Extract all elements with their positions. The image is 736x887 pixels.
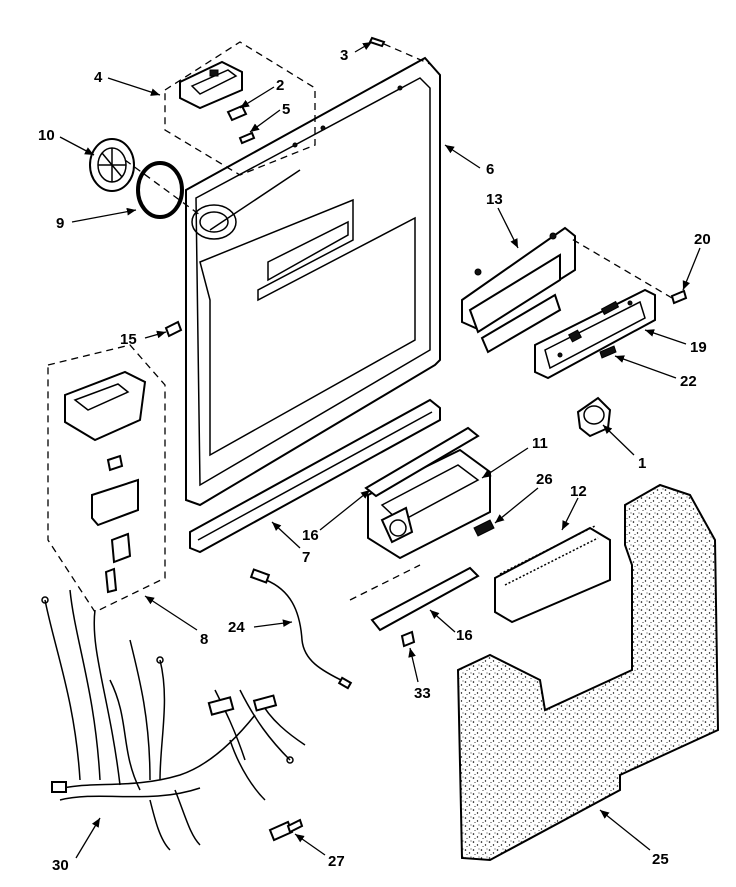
door-handle	[367, 448, 491, 560]
control-bracket	[461, 226, 576, 354]
callout-1: 1	[638, 455, 646, 472]
vent-assembly-group	[164, 41, 316, 176]
callout-labels: 4 2 5 3 6 10 9 13 20 19 22 1 15 11 26 12…	[38, 47, 711, 874]
leader-lines	[59, 41, 701, 859]
screw-20	[569, 237, 688, 305]
callout-16-upper: 16	[302, 527, 319, 544]
screw-33	[400, 630, 416, 648]
wire-terminal	[268, 818, 304, 842]
callout-6: 6	[486, 161, 494, 178]
callout-20: 20	[694, 231, 711, 248]
insulation-strip	[494, 525, 611, 624]
wire-harness	[41, 589, 306, 851]
vent-grill	[89, 138, 135, 192]
handle-trim-upper	[364, 426, 480, 498]
callout-13: 13	[486, 191, 503, 208]
callout-9: 9	[56, 215, 64, 232]
callout-30: 30	[52, 857, 69, 874]
callout-16-lower: 16	[456, 627, 473, 644]
callout-15: 15	[120, 331, 137, 348]
knob	[576, 396, 612, 438]
callout-4: 4	[94, 69, 103, 86]
callout-27: 27	[328, 853, 345, 870]
switch-22	[599, 345, 617, 359]
callout-11: 11	[532, 435, 548, 452]
callout-19: 19	[690, 339, 707, 356]
screw-15	[164, 320, 183, 338]
screw-3	[368, 36, 431, 65]
control-panel	[534, 288, 656, 380]
handle-trim-lower	[349, 564, 480, 632]
callout-25: 25	[652, 851, 669, 868]
switch-26	[473, 519, 495, 537]
callout-8: 8	[200, 631, 208, 648]
callout-3: 3	[340, 47, 348, 64]
callout-26: 26	[536, 471, 553, 488]
vent-gasket	[124, 159, 201, 219]
callout-12: 12	[570, 483, 587, 500]
callout-24: 24	[228, 619, 245, 636]
callout-2: 2	[276, 77, 284, 94]
wire-jumper	[249, 568, 353, 690]
callout-10: 10	[38, 127, 55, 144]
latch-assembly-group	[47, 344, 166, 613]
callout-33: 33	[414, 685, 431, 702]
callout-22: 22	[680, 373, 697, 390]
door-bottom-rail	[189, 398, 441, 554]
inner-door-panel	[185, 56, 441, 507]
callout-5: 5	[282, 101, 290, 118]
callout-7: 7	[302, 549, 310, 566]
door-insulation-blanket	[456, 483, 720, 862]
